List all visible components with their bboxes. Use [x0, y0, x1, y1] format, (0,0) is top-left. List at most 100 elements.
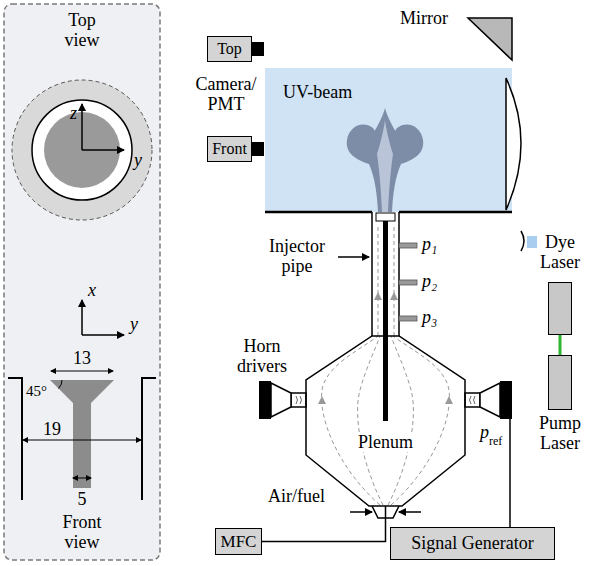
inflow-arrow: [350, 511, 372, 513]
text-slot: Injector pipe: [264, 236, 330, 276]
pressure-tap: [399, 316, 417, 321]
annulus-circle: [32, 100, 132, 200]
sensor-label: p₂: [422, 271, 452, 291]
text-slot: Air/fuel: [268, 486, 340, 506]
part-label: Camera/ PMT: [191, 74, 261, 114]
text-slot: y: [134, 150, 148, 170]
signal-generator-box: Signal Generator: [390, 527, 555, 560]
outer-wall-circle: [12, 80, 152, 220]
text-slot: UV-beam: [283, 82, 383, 102]
text-slot: y: [130, 314, 144, 334]
mfc-box: MFC: [215, 528, 262, 555]
view-title: Top view: [58, 10, 106, 50]
text-slot: Camera/ PMT: [191, 74, 261, 114]
connector: [262, 506, 386, 542]
box-label: Signal Generator: [411, 533, 533, 554]
part-label: Injector pipe: [264, 236, 330, 276]
laser-label: Dye Laser: [536, 232, 584, 272]
box-label: MFC: [221, 532, 257, 552]
laser-box: [548, 355, 572, 410]
region-label: UV-beam: [283, 82, 383, 102]
axis-arrow: [81, 300, 83, 335]
cylindrical-lens: [506, 78, 521, 210]
text-slot: Dye Laser: [536, 232, 584, 272]
axis-arrow: [82, 149, 124, 151]
plenum-label: Plenum: [355, 432, 416, 452]
camera-lens: [252, 42, 264, 56]
center-rod: [383, 221, 388, 421]
horn-symbol: [271, 383, 291, 417]
dimension-label: 5: [72, 489, 92, 509]
text-slot: p₂: [422, 271, 452, 291]
dimension-line: [23, 440, 141, 441]
signal-wire: [509, 419, 511, 527]
mirror-symbol: [468, 18, 512, 60]
horn-duct: [291, 393, 306, 407]
dimension-line: [51, 371, 113, 372]
axis-label: y: [134, 150, 148, 170]
text-slot: Horn drivers: [232, 336, 292, 376]
flame-core: [377, 120, 393, 212]
camera-box: Front: [207, 136, 252, 162]
text-slot: z: [70, 103, 84, 123]
camera-box: Top: [207, 36, 252, 62]
text-slot: Plenum: [336, 432, 435, 452]
horn-driver: [259, 381, 271, 419]
pressure-tap: [399, 243, 417, 248]
horn-duct: [465, 393, 480, 407]
connector: [559, 335, 562, 355]
view-title: Front view: [58, 512, 106, 552]
text-slot: Front view: [58, 512, 106, 552]
view-panel: Top viewFront view: [4, 4, 160, 560]
lens-symbol: [521, 231, 524, 251]
dimension-label: 19: [38, 419, 66, 439]
laser-box: [548, 282, 572, 335]
plenum-wall: [306, 336, 465, 506]
nozzle: [376, 213, 395, 221]
plenum: Plenum: [306, 336, 465, 506]
plenum-outline: [306, 336, 465, 506]
flame-shape: [347, 108, 423, 212]
inflow-arrow: [399, 511, 421, 513]
flame-plume: [347, 108, 423, 212]
dimension-label: 13: [62, 348, 102, 368]
text-slot: 5: [72, 489, 92, 509]
camera-name: Front: [212, 140, 247, 158]
text-slot: Mirror: [400, 8, 464, 28]
sensor-subscript: ref: [489, 434, 509, 448]
axis-arrow: [82, 334, 124, 336]
laser-label: Pump Laser: [536, 413, 584, 453]
camera-lens: [252, 142, 264, 156]
camera-name: Top: [217, 40, 242, 58]
leader-arrow: [338, 256, 369, 258]
axis-label: x: [88, 280, 102, 300]
text-slot: Pump Laser: [536, 413, 584, 453]
panel-background: [4, 4, 160, 560]
dye-laser: Dye Laser: [536, 230, 584, 335]
part-label: Air/fuel: [268, 486, 340, 506]
part-label: Horn drivers: [232, 336, 292, 376]
sensor-label: p₃: [422, 307, 452, 327]
pump-laser: Pump Laser: [536, 355, 584, 455]
dimension-line: [73, 478, 91, 479]
pipe-wall: [8, 378, 156, 500]
horn-symbol: [480, 383, 500, 417]
text-slot: ref: [489, 434, 509, 448]
axis-label: z: [70, 103, 84, 123]
text-slot: p₃: [422, 307, 452, 327]
uv-beam-region: UV-beam: [265, 68, 512, 212]
text-slot: 45°: [26, 383, 56, 400]
axis-label: y: [130, 314, 144, 334]
text-slot: Top view: [58, 10, 106, 50]
angle-arc: [59, 380, 63, 389]
axis-arrow: [81, 104, 83, 150]
pressure-tap: [399, 280, 417, 285]
laser-beam: [527, 236, 537, 248]
angle-label: 45°: [26, 383, 56, 400]
horn-driver: [500, 381, 512, 419]
text-slot: 19: [38, 419, 66, 439]
text-slot: x: [88, 280, 102, 300]
text-slot: p₁: [422, 234, 452, 254]
text-slot: 13: [62, 348, 102, 368]
sensor-label: p₁: [422, 234, 452, 254]
